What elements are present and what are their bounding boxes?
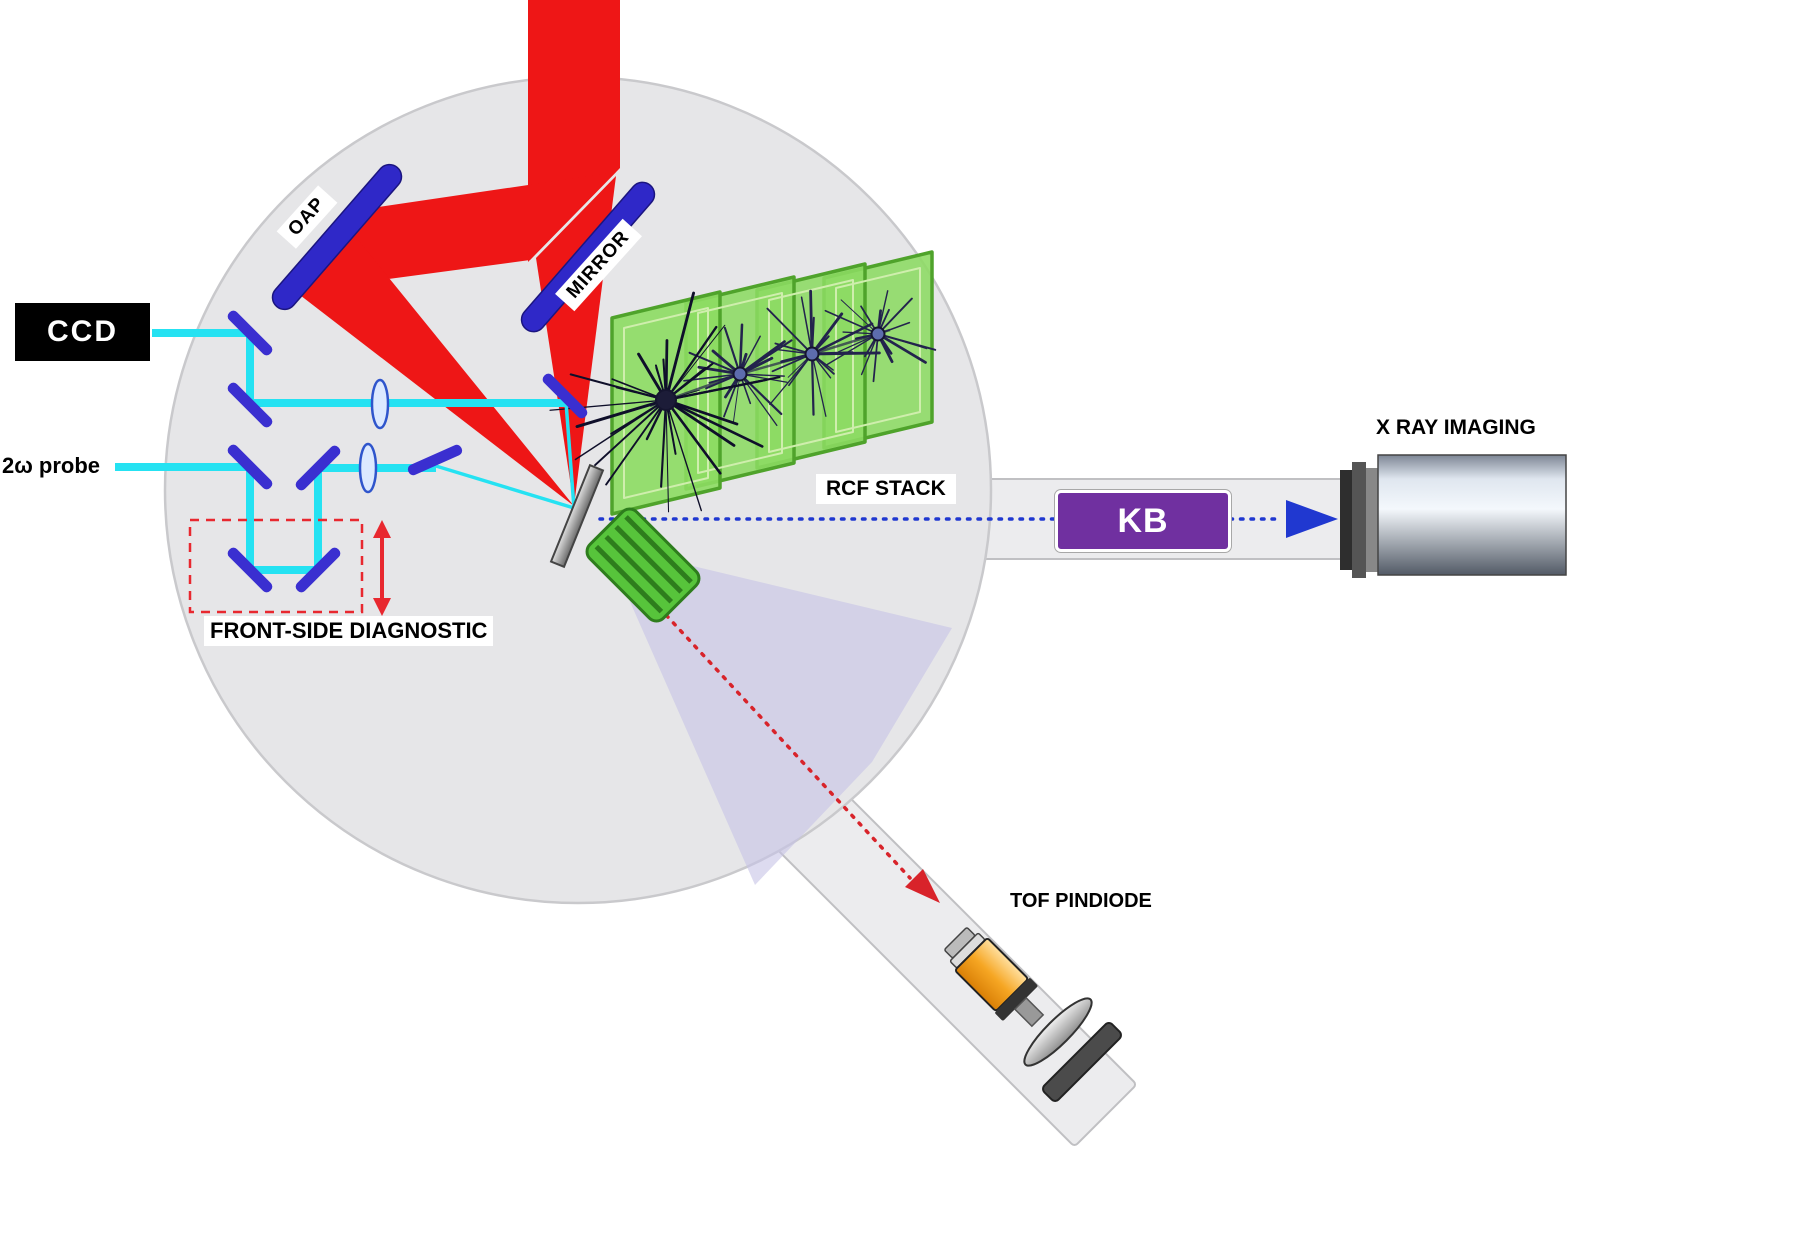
target-foil <box>549 463 605 569</box>
probe-lenses <box>358 378 390 494</box>
rcf-stack-label: RCF STACK <box>816 474 956 504</box>
kb-optic: KB <box>1055 490 1231 552</box>
probe-label: 2ω probe <box>2 453 101 478</box>
xray-imaging-label: X RAY IMAGING <box>1376 416 1536 439</box>
emission-cone <box>605 545 952 885</box>
tof-axis-arrow <box>905 869 940 903</box>
particle-track-line <box>649 328 891 408</box>
probe-beam-path <box>115 329 576 574</box>
oap-mirror <box>271 163 403 311</box>
tof-beamline-tube <box>763 773 1137 1147</box>
steering-mirrors <box>227 310 588 593</box>
xray-axis-arrow <box>1286 500 1338 538</box>
tof-detector <box>944 927 1122 1102</box>
xray-camera <box>1340 454 1567 578</box>
rcf-stack <box>549 250 937 516</box>
ccd-camera: CCD <box>15 303 150 361</box>
grating-target <box>585 507 701 623</box>
front-side-diagnostic-label: FRONT-SIDE DIAGNOSTIC <box>204 616 494 646</box>
front-side-diagnostic-stage <box>188 518 391 616</box>
tof-pindiode-label: TOF PINDIODE <box>1010 890 1152 912</box>
